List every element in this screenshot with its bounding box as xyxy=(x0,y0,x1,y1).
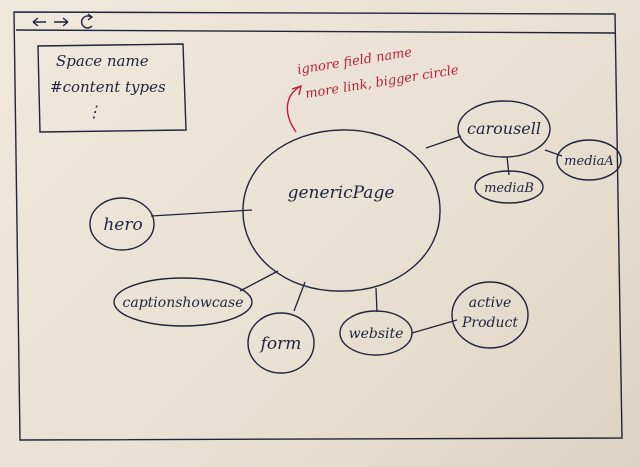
review-annotation: ignore field name more link, bigger circ… xyxy=(286,45,460,133)
node-active-product[interactable]: active Product xyxy=(451,281,529,349)
node-hero-label: hero xyxy=(103,215,142,235)
graph-edges xyxy=(150,135,563,334)
node-hero[interactable]: hero xyxy=(89,197,155,251)
node-media-a-label: mediaA xyxy=(564,154,614,169)
node-carousel[interactable]: carousell xyxy=(457,100,551,158)
space-name-label: Space name xyxy=(56,52,149,70)
space-sidebar[interactable]: Space name #content types ⋮ xyxy=(37,43,187,133)
node-genericpage-label: genericPage xyxy=(288,183,395,203)
more-items-indicator: ⋮ xyxy=(86,102,102,121)
node-website[interactable]: website xyxy=(339,310,413,356)
node-media-a[interactable]: mediaA xyxy=(556,139,622,181)
browser-window xyxy=(13,11,623,441)
node-media-b[interactable]: mediaB xyxy=(474,170,544,204)
arrow-right-icon[interactable] xyxy=(54,17,69,27)
reload-icon[interactable] xyxy=(80,13,94,29)
node-form-label: form xyxy=(259,334,302,354)
node-form[interactable]: form xyxy=(247,312,315,374)
node-genericpage[interactable]: genericPage xyxy=(242,129,441,292)
node-carousel-label: carousell xyxy=(467,119,541,138)
node-media-b-label: mediaB xyxy=(484,181,534,196)
arrow-left-icon[interactable] xyxy=(32,17,46,27)
content-types-item[interactable]: #content types xyxy=(50,78,166,96)
node-captionshowcase[interactable]: captionshowcase xyxy=(113,277,253,327)
node-website-label: website xyxy=(349,326,404,342)
node-captionshowcase-label: captionshowcase xyxy=(123,295,244,311)
annotation-arrow-icon xyxy=(286,84,302,133)
node-active-product-label-line1: active xyxy=(469,295,512,311)
node-active-product-label-line2: Product xyxy=(461,315,518,331)
